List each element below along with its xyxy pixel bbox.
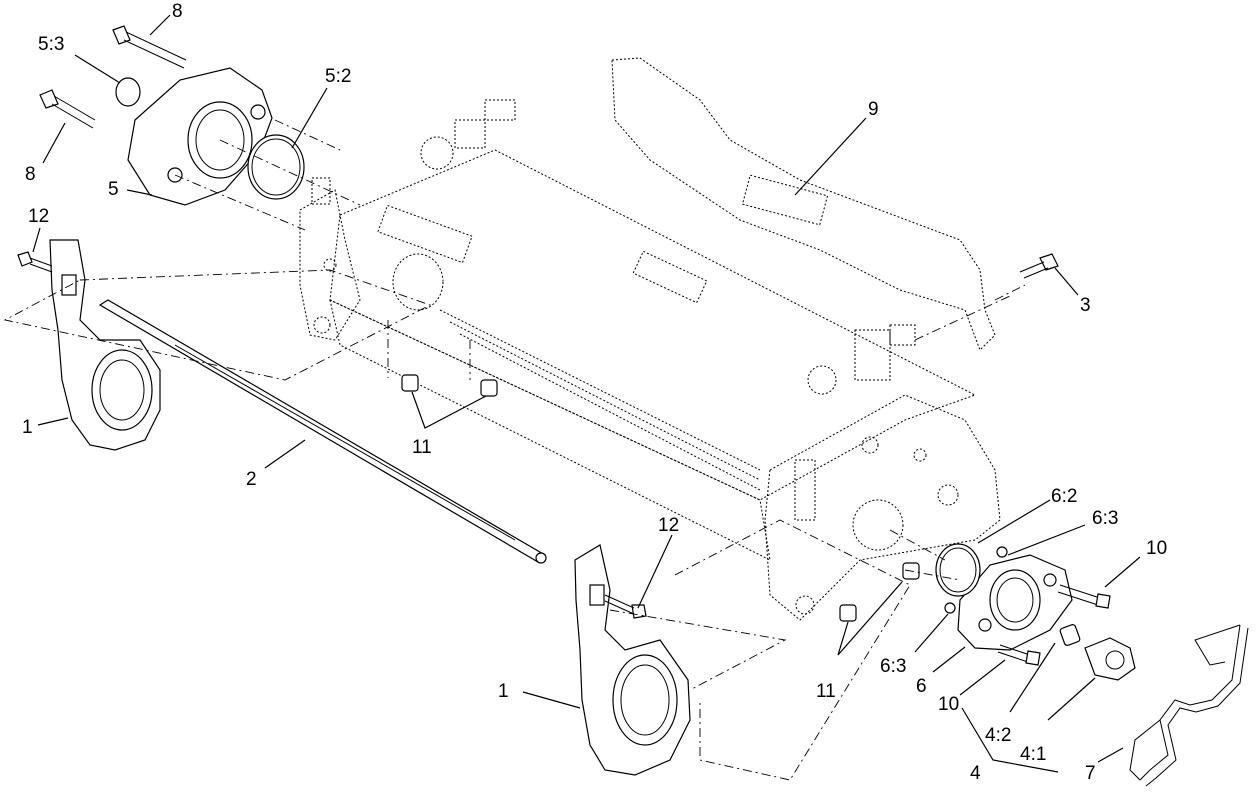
- callout-12-left: 12: [28, 206, 49, 227]
- bolt-part-8-upper: [112, 25, 187, 69]
- callout-1-right: 1: [498, 681, 509, 702]
- callout-4: 4: [970, 763, 981, 784]
- callout-6-3-lower: 6:3: [880, 656, 906, 677]
- right-arm-part-1: [574, 544, 691, 776]
- callout-12-right: 12: [658, 515, 679, 536]
- callout-9: 9: [868, 99, 879, 120]
- callout-5-3: 5:3: [38, 34, 64, 55]
- wire-guard-part-7: [1129, 624, 1249, 787]
- callout-10-upper: 10: [1146, 538, 1167, 559]
- o-ring-part-6-2: [935, 543, 981, 597]
- callout-3: 3: [1080, 295, 1091, 316]
- bolt-part-12-right: [604, 594, 647, 619]
- bolt-part-8-lower: [39, 89, 96, 129]
- bushing-part-11-b: [480, 379, 498, 397]
- callout-2: 2: [246, 469, 257, 490]
- bushing-part-11-d: [839, 604, 857, 622]
- cap-part-4-1: [1084, 637, 1136, 681]
- o-ring-part-5-2: [247, 134, 305, 200]
- callout-4-2: 4:2: [985, 725, 1011, 746]
- callout-10-lower: 10: [938, 694, 959, 715]
- callout-labels: 8 5:3 5:2 8 5 12 9 3 1 2 11 6:2 6:3 10 1…: [22, 1, 1167, 784]
- callout-6-3-upper: 6:3: [1092, 508, 1118, 529]
- alignment-lines: [3, 119, 1026, 781]
- callout-5-2: 5:2: [325, 66, 351, 87]
- callout-5: 5: [108, 179, 119, 200]
- bolt-part-10-lower: [997, 644, 1041, 666]
- bearing-housing-part-6: [957, 554, 1073, 651]
- washer-part-6-3-lower: [944, 602, 956, 614]
- left-arm-part-1: [49, 239, 161, 451]
- washer-part-6-3-upper: [996, 546, 1008, 558]
- main-frame: [299, 99, 1001, 621]
- shaft-part-2: [98, 299, 547, 564]
- callout-4-1: 4:1: [1020, 744, 1046, 765]
- cap-part-5-3: [115, 77, 141, 107]
- callout-8-top: 8: [172, 1, 183, 22]
- callout-1-left: 1: [22, 417, 33, 438]
- callout-8-left: 8: [25, 164, 36, 185]
- callout-11-left: 11: [412, 437, 432, 458]
- bolt-part-10-upper: [1057, 584, 1111, 609]
- callout-6-2: 6:2: [1051, 486, 1077, 507]
- fitting-part-4-2: [1059, 624, 1081, 646]
- bushing-part-11-a: [401, 374, 419, 392]
- bearing-housing-part-5: [127, 67, 273, 206]
- leader-lines: [32, 14, 1141, 773]
- bolt-part-3: [1019, 253, 1059, 279]
- callout-7: 7: [1085, 763, 1096, 784]
- callout-11-right: 11: [816, 681, 836, 702]
- callout-6: 6: [916, 676, 927, 697]
- shield-part-9: [611, 57, 996, 351]
- bolt-part-12-left: [17, 251, 53, 273]
